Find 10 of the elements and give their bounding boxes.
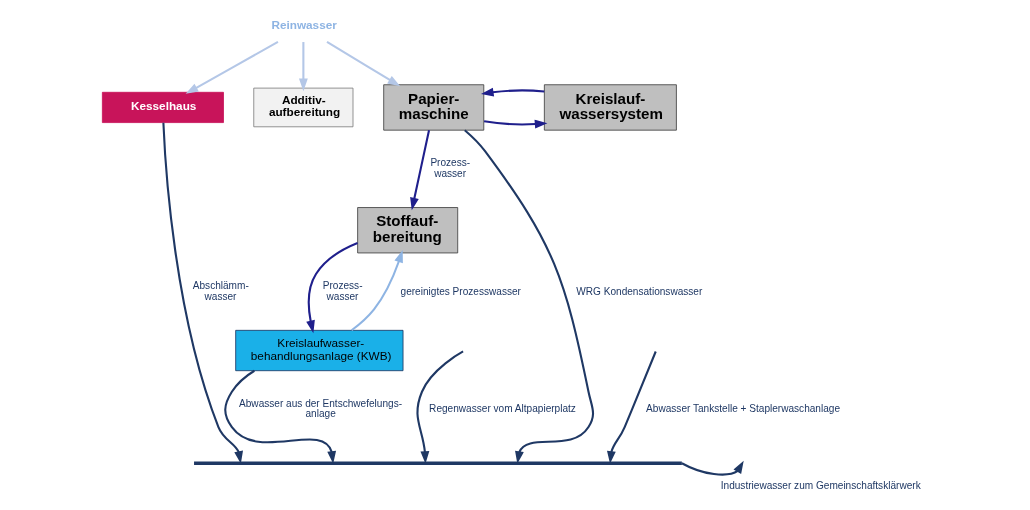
edge-label: WRG Kondensationswasser (576, 285, 703, 297)
edge-label: Prozess- wasser (322, 279, 363, 302)
edge-label: Abwasser aus der Entschwefelungs- anlage (239, 397, 403, 420)
edge-label: Prozess- wasser (430, 156, 471, 179)
edge-label: Industriewasser zum Gemeinschaftsklärwerk (720, 480, 921, 492)
edge-label: Abwasser Tankstelle + Staplerwaschanlage (646, 403, 841, 415)
node-text: Reinwasser (271, 17, 337, 31)
edge-label: Regenwasser vom Altpapierplatz (429, 403, 576, 415)
edge-label: gereinigtes Prozesswasser (400, 285, 521, 297)
edge-label: Abschlämm- wasser (192, 279, 249, 302)
